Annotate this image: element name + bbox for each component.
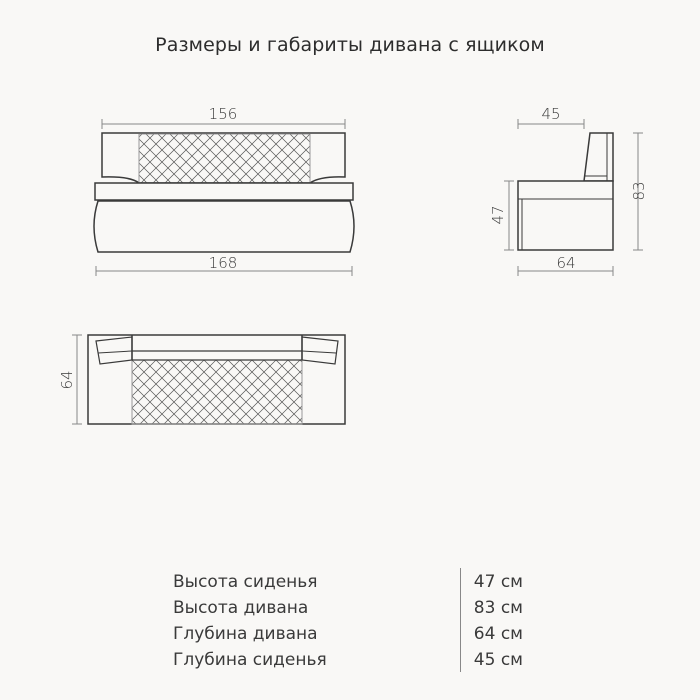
dim-label-156: 156: [209, 105, 238, 123]
spec-value: 45 см: [473, 650, 523, 670]
left-cushion: [95, 336, 133, 365]
dim-label-64-top: 64: [58, 370, 76, 389]
specs-divider: [460, 568, 461, 672]
seat-board: [94, 182, 354, 201]
box-base: [93, 200, 355, 253]
specs-table: Высота сиденья 47 см Высота дивана 83 см…: [173, 568, 533, 676]
spec-row: Высота дивана 83 см: [173, 598, 533, 624]
spec-value: 64 см: [473, 624, 523, 644]
dimension-47: 47: [489, 180, 514, 251]
right-cushion: [301, 336, 339, 365]
spec-label: Высота сиденья: [173, 572, 318, 592]
dim-label-83: 83: [630, 181, 648, 200]
dim-label-64-side: 64: [556, 254, 575, 272]
dimension-45: 45: [517, 105, 585, 129]
side-backrest: [583, 132, 614, 182]
spec-label: Высота дивана: [173, 598, 309, 618]
backrest-quilting: [138, 133, 311, 184]
dimension-83: 83: [630, 132, 648, 251]
top-view: 64: [58, 334, 346, 425]
spec-label: Глубина сиденья: [173, 650, 327, 670]
side-view: 45 47 83 64: [489, 105, 648, 276]
dimension-156: 156: [101, 105, 346, 129]
dimension-168: 168: [95, 254, 353, 276]
dim-label-47: 47: [489, 205, 507, 224]
top-quilting: [131, 359, 303, 425]
dimension-64-top: 64: [58, 334, 82, 425]
spec-row: Глубина сиденья 45 см: [173, 650, 533, 676]
page-title: Размеры и габариты дивана с ящиком: [155, 34, 545, 56]
dimension-64-side: 64: [517, 254, 614, 276]
spec-row: Глубина дивана 64 см: [173, 624, 533, 650]
spec-row: Высота сиденья 47 см: [173, 572, 533, 598]
side-body: [517, 180, 614, 251]
front-view: 156 168: [93, 105, 355, 276]
dim-label-168: 168: [209, 254, 238, 272]
spec-value: 83 см: [473, 598, 523, 618]
spec-value: 47 см: [473, 572, 523, 592]
dim-label-45: 45: [541, 105, 560, 123]
spec-label: Глубина дивана: [173, 624, 318, 644]
